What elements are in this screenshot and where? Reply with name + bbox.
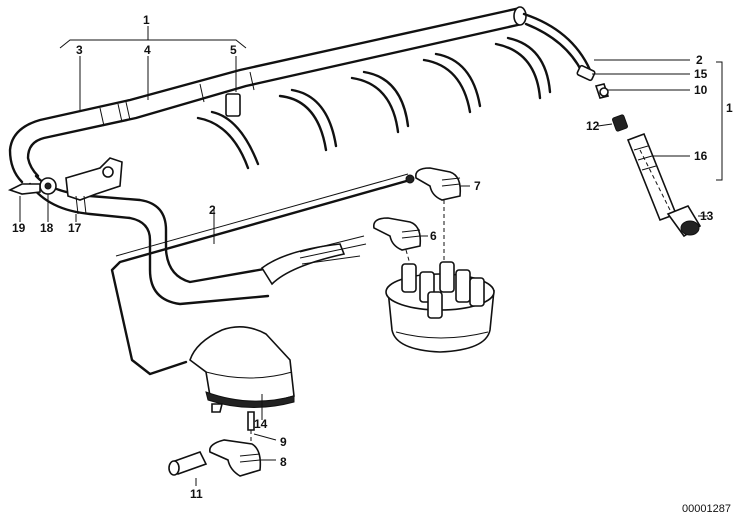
part-label-9: 9 xyxy=(280,435,287,449)
part-label-15: 15 xyxy=(694,67,708,81)
group-bracket-right xyxy=(716,61,723,181)
part-label-5: 5 xyxy=(230,43,237,57)
coil-cable-right xyxy=(522,12,702,238)
part-label-1: 1 xyxy=(143,13,150,27)
part-label-4: 4 xyxy=(144,43,151,57)
part-label-2-middle: 2 xyxy=(209,203,216,217)
part-label-19: 19 xyxy=(12,221,26,235)
reference-code: 00001287 xyxy=(682,503,731,515)
part-label-8: 8 xyxy=(280,455,287,469)
part-label-2-right: 2 xyxy=(696,53,703,67)
part-label-14: 14 xyxy=(254,417,268,431)
ignition-coil-assembly xyxy=(168,326,295,477)
coil-cable-middle xyxy=(110,173,415,376)
part-labels: 1 1 2 2 3 4 5 6 7 8 9 10 11 12 13 14 15 … xyxy=(12,13,733,501)
mounting-bracket xyxy=(7,157,123,215)
ignition-lead-tube xyxy=(8,6,527,306)
ignition-cable-arcs xyxy=(196,36,552,170)
part-label-3: 3 xyxy=(76,43,83,57)
part-label-18: 18 xyxy=(40,221,54,235)
part-label-11: 11 xyxy=(190,487,203,501)
part-label-6: 6 xyxy=(430,229,437,243)
part-label-1-right: 1 xyxy=(726,101,733,115)
part-label-12: 12 xyxy=(586,119,600,133)
distributor-cap-assembly xyxy=(372,167,495,353)
part-label-17: 17 xyxy=(68,221,82,235)
part-label-7: 7 xyxy=(474,179,481,193)
leader-lines xyxy=(19,26,708,486)
part-label-13: 13 xyxy=(700,209,714,223)
group-bracket-top xyxy=(59,39,247,49)
part-label-10: 10 xyxy=(694,83,708,97)
part-label-16: 16 xyxy=(694,149,708,163)
